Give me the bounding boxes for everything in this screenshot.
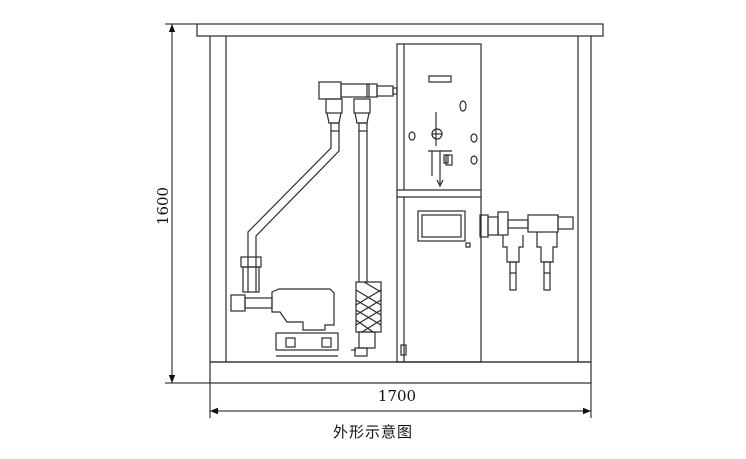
upper-knob — [459, 100, 467, 112]
switchgear-cabinet — [396, 43, 482, 363]
width-dimension-label: 1700 — [378, 387, 416, 405]
right-knob — [470, 133, 478, 143]
cable-runs — [247, 131, 368, 292]
display-window — [417, 210, 466, 242]
diagram-caption: 外形示意图 — [332, 423, 413, 441]
height-dimension — [165, 23, 210, 384]
right-elbow-connectors — [479, 211, 574, 291]
base-plinth — [209, 361, 592, 384]
transformer-unit — [230, 256, 339, 357]
height-dimension-label: 1600 — [154, 187, 172, 225]
upper-elbow-connectors — [318, 81, 398, 132]
left-knob — [408, 131, 416, 141]
width-dimension — [209, 383, 592, 418]
indicator-window — [428, 75, 452, 83]
cable-sealing-end — [351, 281, 382, 357]
enclosure-body — [209, 36, 592, 363]
roof-cap — [196, 23, 604, 37]
